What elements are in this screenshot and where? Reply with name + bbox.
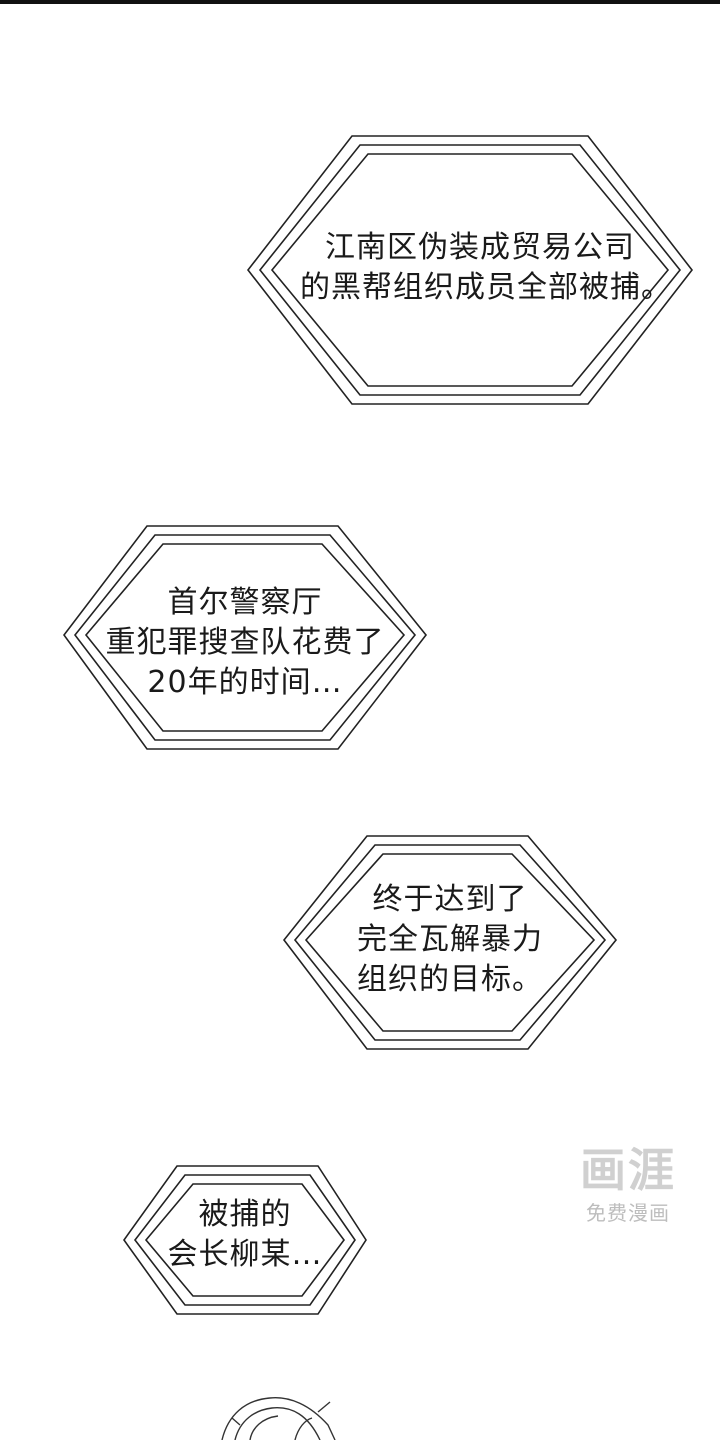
character-hair-sketch <box>221 1397 336 1440</box>
caption-line: 首尔警察厅 <box>167 585 323 620</box>
caption-text-2: 首尔警察厅 重犯罪搜查队花费了 20年的时间… <box>105 583 385 703</box>
caption-text-4: 被捕的 会长柳某… <box>160 1195 330 1275</box>
watermark: 画涯 免费漫画 <box>558 1140 698 1226</box>
caption-line: 完全瓦解暴力 <box>357 922 543 957</box>
caption-text-1: 江南区伪装成贸易公司 的黑帮组织成员全部被捕。 <box>300 228 672 308</box>
caption-line: 重犯罪搜查队花费了 <box>105 625 385 660</box>
caption-line: 的黑帮组织成员全部被捕。 <box>300 270 672 305</box>
watermark-logo: 画涯 <box>580 1143 676 1197</box>
caption-text-3: 终于达到了 完全瓦解暴力 组织的目标。 <box>345 880 555 1000</box>
caption-line: 终于达到了 <box>372 882 528 917</box>
caption-line: 江南区伪装成贸易公司 <box>325 230 635 265</box>
caption-line: 20年的时间… <box>147 665 343 700</box>
watermark-subtitle: 免费漫画 <box>586 1201 670 1225</box>
panel-border-top <box>0 0 720 4</box>
caption-line: 被捕的 <box>198 1197 292 1232</box>
caption-line: 会长柳某… <box>167 1237 323 1272</box>
caption-line: 组织的目标。 <box>357 962 543 997</box>
